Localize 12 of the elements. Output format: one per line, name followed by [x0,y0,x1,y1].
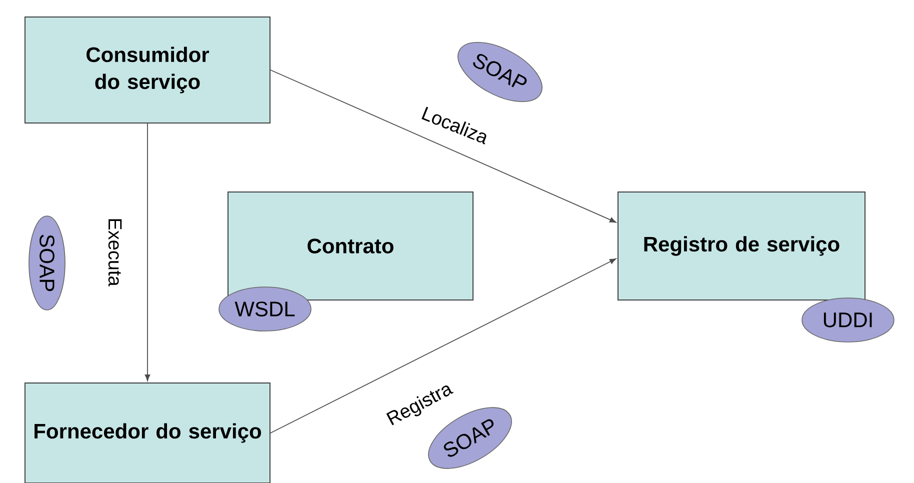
ellipse-badge: WSDL [218,286,312,332]
process-box: Registro de serviço [618,192,866,300]
arrow [144,123,150,382]
process-box: Fornecedor do serviço [24,382,270,483]
arrow [270,258,616,434]
process-box: Contrato [228,192,474,300]
ellipse-badge: UDDI [802,298,894,342]
arrow [270,70,616,223]
ellipse-badge: SOAP [458,42,542,102]
edge-label: Executa [108,219,122,286]
process-box: Consumidor do serviço [24,16,270,124]
ellipse-badge: SOAP [28,216,66,310]
